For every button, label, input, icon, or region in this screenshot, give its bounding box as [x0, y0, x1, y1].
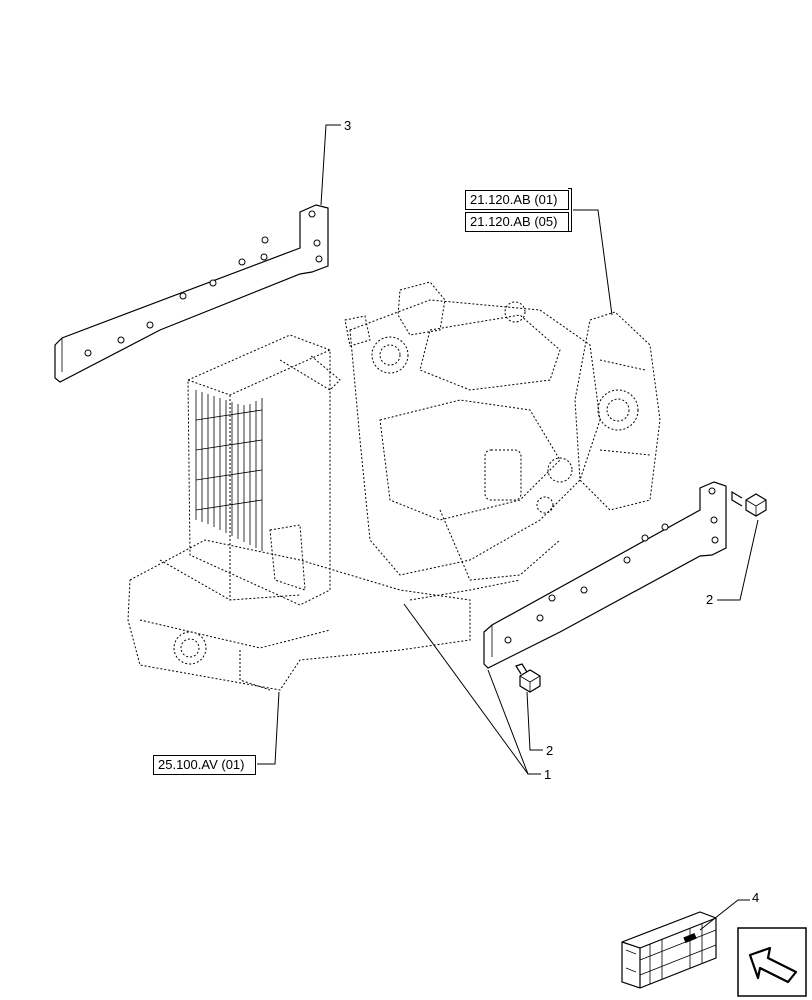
- bolt-right: [731, 490, 767, 517]
- reference-link-21-120-ab-05[interactable]: 21.120.AB (05): [465, 212, 569, 232]
- callout-1: 1: [544, 767, 551, 782]
- reference-link-25-100-av-01[interactable]: 25.100.AV (01): [153, 755, 256, 775]
- kit-box-icon: [621, 911, 717, 989]
- side-bracket-left: [54, 204, 329, 383]
- callout-4: 4: [752, 890, 759, 905]
- reference-link-21-120-ab-01[interactable]: 21.120.AB (01): [465, 190, 569, 210]
- navigation-arrow-icon[interactable]: [737, 927, 807, 997]
- callout-2-lower: 2: [546, 743, 553, 758]
- side-bracket-right: [483, 481, 727, 669]
- leader-lines: [257, 124, 759, 931]
- bolt-lower: [515, 663, 541, 693]
- callout-2-right: 2: [706, 592, 713, 607]
- callout-3: 3: [344, 118, 351, 133]
- engine-assembly: [127, 281, 661, 691]
- reference-bracket: [568, 188, 572, 232]
